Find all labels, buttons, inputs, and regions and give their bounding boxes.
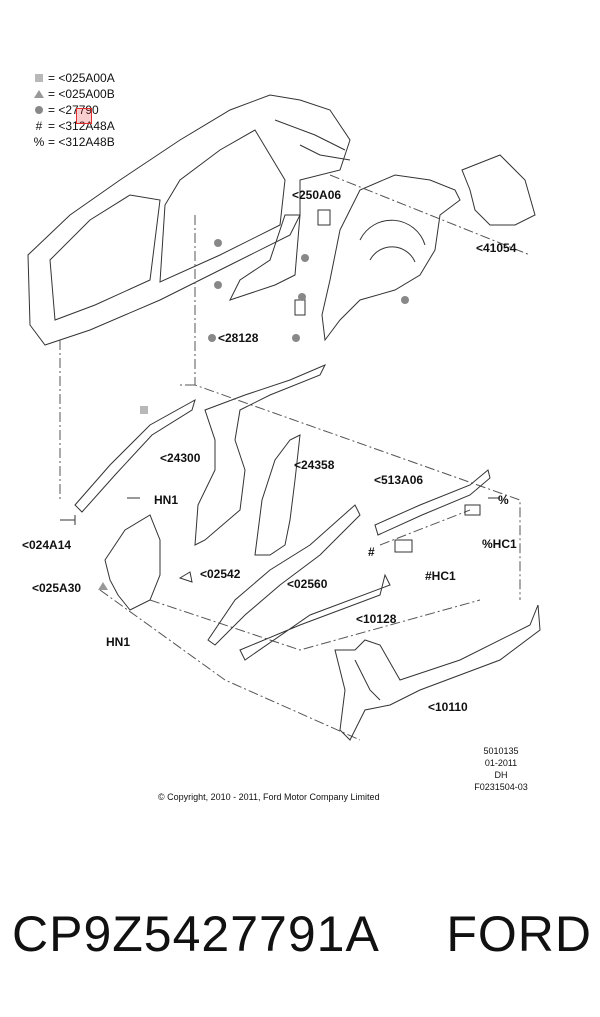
hash-symbol: # bbox=[35, 119, 43, 133]
door-opening-rear bbox=[159, 129, 286, 283]
bracket-41054 bbox=[461, 154, 536, 226]
exploded-parts-diagram bbox=[27, 94, 541, 741]
callout-024A14: <024A14 bbox=[22, 538, 72, 552]
ref-line-3: DH bbox=[494, 770, 508, 780]
legend: = <025A00A = <025A00B = <27790 # = <312A… bbox=[34, 70, 115, 150]
callout-28128: <28128 bbox=[218, 331, 259, 345]
b-pillar-outer bbox=[194, 364, 327, 546]
a-pillar-lower bbox=[104, 514, 161, 611]
legend-row-percent: % = <312A48B bbox=[33, 135, 115, 149]
callout-hc1-hash: #HC1 bbox=[425, 569, 456, 583]
roof-rail bbox=[74, 398, 196, 513]
ref-line-2: 01-2011 bbox=[484, 758, 518, 768]
callout-10128: <10128 bbox=[356, 612, 397, 626]
callout-24358: <24358 bbox=[294, 458, 335, 472]
callout-41054: <41054 bbox=[476, 241, 517, 255]
reference-block: 5010135 01-2011 DH F0231504-03 bbox=[466, 745, 536, 793]
legend-row-triangle: = <025A00B bbox=[34, 86, 115, 102]
part-number: CP9Z5427791A bbox=[12, 906, 380, 962]
copyright-text: © Copyright, 2010 - 2011, Ford Motor Com… bbox=[158, 792, 380, 802]
b-pillar-inner bbox=[254, 434, 301, 556]
ref-line-1: 5010135 bbox=[483, 746, 519, 756]
rocker-inner-10128 bbox=[239, 573, 391, 661]
callout-24300: <24300 bbox=[160, 451, 201, 465]
triangle-icon bbox=[34, 90, 44, 98]
callout-hn1-lower: HN1 bbox=[106, 635, 131, 649]
callout-02560: <02560 bbox=[287, 577, 328, 591]
door-opening-front bbox=[49, 194, 161, 321]
callout-513A06: <513A06 bbox=[374, 473, 424, 487]
legend-row-hash: # = <312A48A bbox=[35, 119, 115, 133]
rocker-outer-10110 bbox=[334, 604, 541, 741]
callout-hash: # bbox=[368, 545, 375, 559]
callout-025A30: <025A30 bbox=[32, 581, 82, 595]
footer: CP9Z5427791A FORD bbox=[12, 905, 592, 963]
brand-name: FORD bbox=[446, 906, 592, 962]
body-side-outline bbox=[27, 94, 351, 346]
callout-hc1-percent: %HC1 bbox=[482, 537, 517, 551]
callout-10110: <10110 bbox=[428, 700, 468, 714]
callout-hn1-upper: HN1 bbox=[154, 493, 179, 507]
callout-percent: % bbox=[498, 493, 509, 507]
sill-reinforcement-02560 bbox=[207, 504, 361, 646]
callout-250A06: <250A06 bbox=[292, 188, 342, 202]
reinforcement-513A06 bbox=[374, 469, 491, 536]
ref-line-4: F0231504-03 bbox=[474, 782, 528, 792]
legend-row-circle: = <27790 bbox=[34, 102, 115, 118]
circle-icon bbox=[35, 106, 43, 114]
highlight-box bbox=[76, 108, 92, 124]
percent-symbol: % bbox=[33, 135, 45, 149]
rear-quarter-inner bbox=[321, 174, 461, 342]
square-icon bbox=[35, 74, 43, 82]
callout-02542: <02542 bbox=[200, 567, 241, 581]
pillar-28128 bbox=[229, 214, 301, 301]
legend-row-square: = <025A00A bbox=[34, 70, 115, 86]
